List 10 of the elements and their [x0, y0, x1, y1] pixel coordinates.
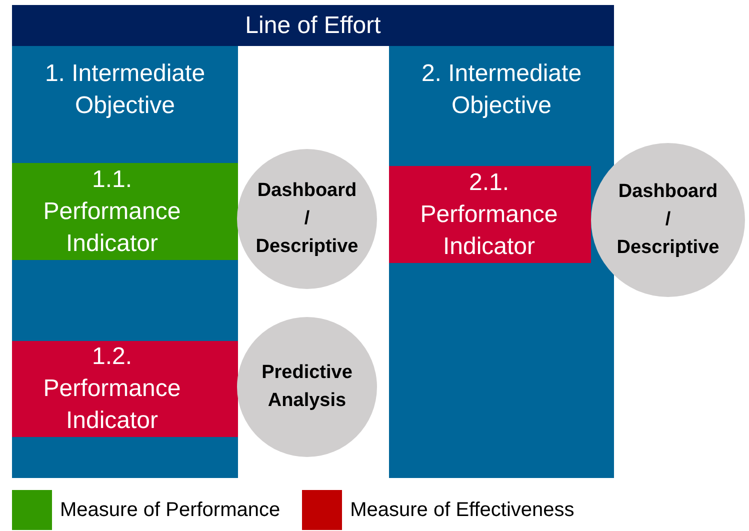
indicator-box: 1.1. Performance Indicator: [12, 163, 238, 260]
legend-label: Measure of Effectiveness: [350, 498, 574, 523]
indicator-box: 1.2. Performance Indicator: [12, 341, 238, 437]
objective-column: [12, 46, 238, 478]
objective-column: [389, 46, 614, 478]
legend-label: Measure of Performance: [60, 498, 280, 523]
indicator-box: 2.1. Performance Indicator: [389, 166, 591, 263]
objective-title: 2. Intermediate Objective: [420, 59, 583, 121]
header-band: Line of Effort: [12, 5, 614, 46]
objective-title: 1. Intermediate Objective: [44, 59, 206, 121]
